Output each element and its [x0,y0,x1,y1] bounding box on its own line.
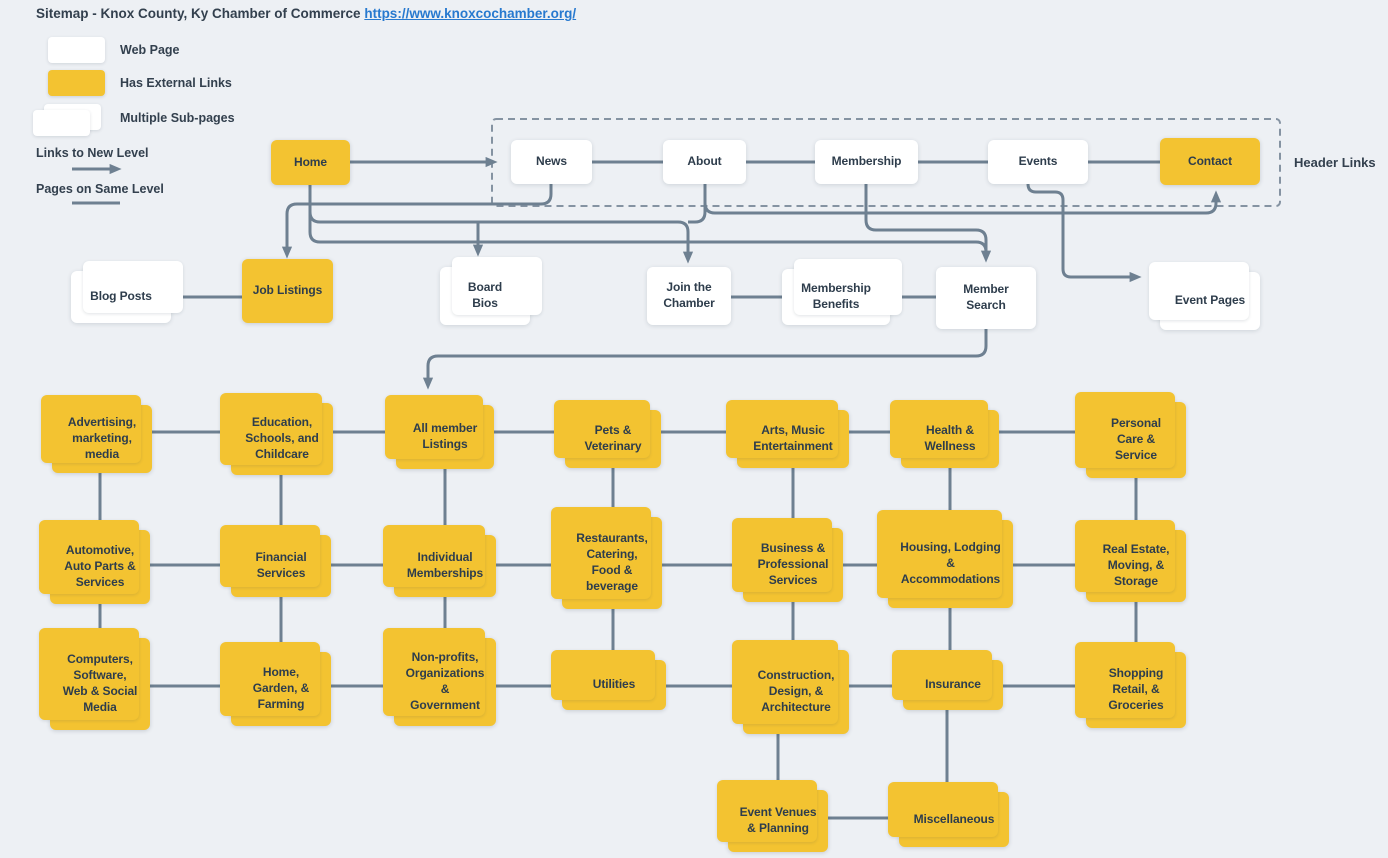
node-health-wellness[interactable]: Health & Wellness [890,400,999,468]
node-real-estate[interactable]: Real Estate, Moving, & Storage [1075,520,1186,602]
node-label: Home [294,154,327,169]
node-label: Arts, Music Entertainment [753,423,833,453]
legend-external-links-swatch [48,70,105,96]
node-about[interactable]: About [663,140,746,184]
node-insurance[interactable]: Insurance [892,650,1003,710]
node-label: Event Venues & Planning [739,805,817,835]
node-pets-veterinary[interactable]: Pets & Veterinary [554,400,661,468]
node-automotive[interactable]: Automotive, Auto Parts & Services [39,520,150,604]
node-housing-lodging[interactable]: Housing, Lodging & Accommodations [877,510,1013,608]
node-label: Advertising, marketing, media [67,415,137,461]
node-label: Automotive, Auto Parts & Services [64,543,136,589]
node-computers[interactable]: Computers, Software, Web & Social Media [39,628,150,730]
legend-subpages-label: Multiple Sub-pages [120,111,235,125]
page-title: Sitemap - Knox County, Ky Chamber of Com… [36,6,576,21]
header-links-label: Header Links [1294,155,1376,170]
node-advertising[interactable]: Advertising, marketing, media [41,395,152,473]
node-label: Join the Chamber [663,280,715,310]
node-board-bios[interactable]: Board Bios [440,257,542,325]
node-news[interactable]: News [511,140,592,184]
legend-subpages-swatch-front [33,110,90,136]
node-label: Restaurants, Catering, Food & beverage [576,531,648,593]
site-url-link[interactable]: https://www.knoxcochamber.org/ [364,6,577,21]
node-label: All member Listings [412,421,478,451]
node-label: Personal Care & Service [1111,416,1161,462]
node-event-venues[interactable]: Event Venues & Planning [717,780,828,852]
node-label: Blog Posts [90,289,152,304]
node-job-listings[interactable]: Job Listings [242,259,333,323]
node-label: Shopping Retail, & Groceries [1108,666,1164,712]
node-event-pages[interactable]: Event Pages [1149,262,1260,330]
events-to-event-pages [1026,183,1142,283]
node-label: Health & Wellness [924,423,976,453]
node-shopping[interactable]: Shopping Retail, & Groceries [1075,642,1186,728]
node-label: Education, Schools, and Childcare [245,415,319,461]
node-label: News [536,154,567,169]
node-label: Board Bios [467,280,503,310]
node-label: Event Pages [1174,293,1246,308]
node-label: Financial Services [255,550,307,580]
node-membership[interactable]: Membership [815,140,918,184]
node-label: About [687,154,722,169]
home-to-member-search [308,184,988,255]
node-home-garden[interactable]: Home, Garden, & Farming [220,642,331,726]
node-label: Insurance [925,677,981,692]
legend-web-page-swatch [48,37,105,63]
node-member-search[interactable]: Member Search [936,267,1036,329]
news-to-job-listings [281,184,553,259]
node-membership-benefits[interactable]: Membership Benefits [782,259,902,325]
node-miscellaneous[interactable]: Miscellaneous [888,782,1009,847]
node-contact[interactable]: Contact [1160,138,1260,185]
node-individual-memberships[interactable]: Individual Memberships [383,525,496,597]
legend-same-level-label: Pages on Same Level [36,182,164,196]
bus-to-contact [703,184,1222,215]
node-nonprofits[interactable]: Non-profits, Organizations & Government [383,628,496,726]
node-label: Membership [831,154,902,169]
node-events[interactable]: Events [988,140,1088,184]
node-label: Events [1018,154,1058,169]
node-label: Pets & Veterinary [584,423,642,453]
node-label: Individual Memberships [406,550,484,580]
node-label: Home, Garden, & Farming [252,665,310,711]
node-join-chamber[interactable]: Join the Chamber [647,267,731,325]
node-arts-music[interactable]: Arts, Music Entertainment [726,400,849,468]
node-utilities[interactable]: Utilities [551,650,666,710]
node-label: Job Listings [252,283,323,298]
member-search-to-all-member [422,329,988,390]
node-label: Business & Professional Services [757,541,829,587]
node-label: Member Search [963,282,1009,312]
title-text: Sitemap - Knox County, Ky Chamber of Com… [36,6,361,21]
node-label: Utilities [592,677,636,692]
node-label: Miscellaneous [913,811,995,826]
legend-new-level-label: Links to New Level [36,146,149,160]
node-construction[interactable]: Construction, Design, & Architecture [732,640,849,734]
node-restaurants[interactable]: Restaurants, Catering, Food & beverage [551,507,662,609]
node-home[interactable]: Home [271,140,350,185]
membership-to-member-search [864,184,992,263]
node-label: Membership Benefits [801,281,871,311]
node-label: Construction, Design, & Architecture [757,668,835,714]
node-label: Contact [1188,153,1232,168]
node-blog-posts[interactable]: Blog Posts [71,261,183,323]
legend-web-page-label: Web Page [120,43,180,57]
node-label: Real Estate, Moving, & Storage [1102,542,1170,588]
node-all-member-listings[interactable]: All member Listings [385,395,494,469]
node-education[interactable]: Education, Schools, and Childcare [220,393,333,475]
legend-external-links-label: Has External Links [120,76,232,90]
node-financial-services[interactable]: Financial Services [220,525,331,597]
node-label: Non-profits, Organizations & Government [405,650,485,712]
node-label: Housing, Lodging & Accommodations [900,540,1001,586]
about-merge-left [688,184,707,224]
node-label: Computers, Software, Web & Social Media [62,652,138,714]
node-personal-care[interactable]: Personal Care & Service [1075,392,1186,478]
bus-to-join-chamber [308,211,694,264]
node-business-professional[interactable]: Business & Professional Services [732,518,843,602]
